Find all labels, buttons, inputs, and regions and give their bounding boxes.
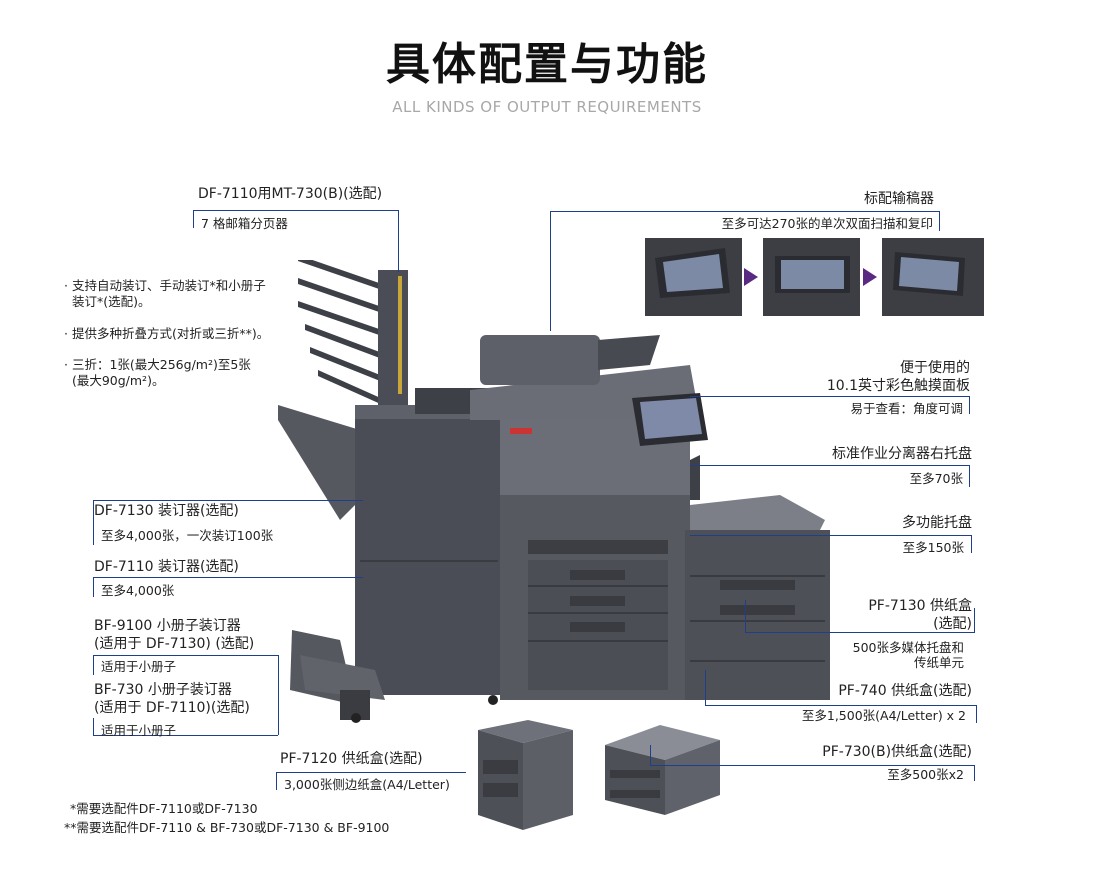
printer-system-illustration <box>278 260 830 723</box>
mpt-title: 多功能托盘 <box>902 515 972 531</box>
pf730-title: PF-730(B)供纸盒(选配) <box>822 744 972 760</box>
pf7120-desc: 3,000张侧边纸盒(A4/Letter) <box>284 777 450 792</box>
df7110-title: DF-7110 装订器(选配) <box>94 559 239 575</box>
mt730-title: DF-7110用MT-730(B)(选配) <box>198 186 383 202</box>
feature-bullet: · 提供多种折叠方式(对折或三折**)。 <box>64 326 270 341</box>
page-subtitle: ALL KINDS OF OUTPUT REQUIREMENTS <box>392 98 702 116</box>
multipurpose-tray <box>690 495 825 540</box>
separator-desc: 至多70张 <box>909 471 963 486</box>
mpt-desc: 至多150张 <box>902 540 964 555</box>
bf730-subtitle: (适用于 DF-7110)(选配) <box>94 700 250 716</box>
mailbox-sorter-body <box>378 270 408 410</box>
finisher-tray <box>278 405 360 520</box>
bf9100-desc: 适用于小册子 <box>101 659 177 674</box>
feeder-title: 标配输稿器 <box>864 191 934 207</box>
feeder-desc: 至多可达270张的单次双面扫描和复印 <box>721 216 933 231</box>
pf7130-desc: 500张多媒体托盘和 <box>852 640 964 655</box>
footnote-1: *需要选配件DF-7110或DF-7130 <box>70 801 258 816</box>
bf9100-title: BF-9100 小册子装订器 <box>94 618 241 634</box>
feature-bullet: 装订*(选配)。 <box>64 294 151 309</box>
df7130-title: DF-7130 装订器(选配) <box>94 503 239 519</box>
separator-title: 标准作业分离器右托盘 <box>832 446 972 462</box>
pf7120-illustration <box>478 720 573 830</box>
bf730-title: BF-730 小册子装订器 <box>94 682 232 698</box>
pf740-title: PF-740 供纸盒(选配) <box>838 683 972 699</box>
arrow-right-icon <box>863 268 877 286</box>
mt730-desc: 7 格邮箱分页器 <box>201 216 288 231</box>
pf7130-title: PF-7130 供纸盒 <box>868 598 972 614</box>
pf7120-title: PF-7120 供纸盒(选配) <box>280 751 423 767</box>
pf7130-desc-2: 传纸单元 <box>913 655 964 670</box>
arrow-right-icon <box>744 268 758 286</box>
pf730-illustration <box>605 725 720 815</box>
pf740-desc: 至多1,500张(A4/Letter) x 2 <box>801 708 966 723</box>
bf730-desc: 适用于小册子 <box>101 723 177 738</box>
mailbox-sorter <box>298 260 385 406</box>
feature-bullet: (最大90g/m²)。 <box>64 373 165 388</box>
feature-bullet: · 支持自动装订、手动装订*和小册子 <box>64 278 266 293</box>
pf730-desc: 至多500张x2 <box>887 767 964 782</box>
finisher-body <box>355 405 500 695</box>
page-title: 具体配置与功能 <box>386 39 708 90</box>
panel-desc: 易于查看：角度可调 <box>850 401 963 416</box>
df7130-desc: 至多4,000张，一次装订100张 <box>101 528 274 543</box>
panel-title: 便于使用的 <box>900 360 970 376</box>
pf7130-subtitle: (选配) <box>933 616 972 632</box>
panel-screens <box>645 238 984 316</box>
feature-bullet: · 三折：1张(最大256g/m²)至5张 <box>64 357 251 372</box>
document-feeder <box>480 335 600 385</box>
bf9100-subtitle: (适用于 DF-7130) (选配) <box>94 636 255 652</box>
panel-subtitle: 10.1英寸彩色触摸面板 <box>826 378 970 394</box>
df7110-desc: 至多4,000张 <box>101 583 175 598</box>
footnote-2: **需要选配件DF-7110 & BF-730或DF-7130 & BF-910… <box>64 820 390 835</box>
